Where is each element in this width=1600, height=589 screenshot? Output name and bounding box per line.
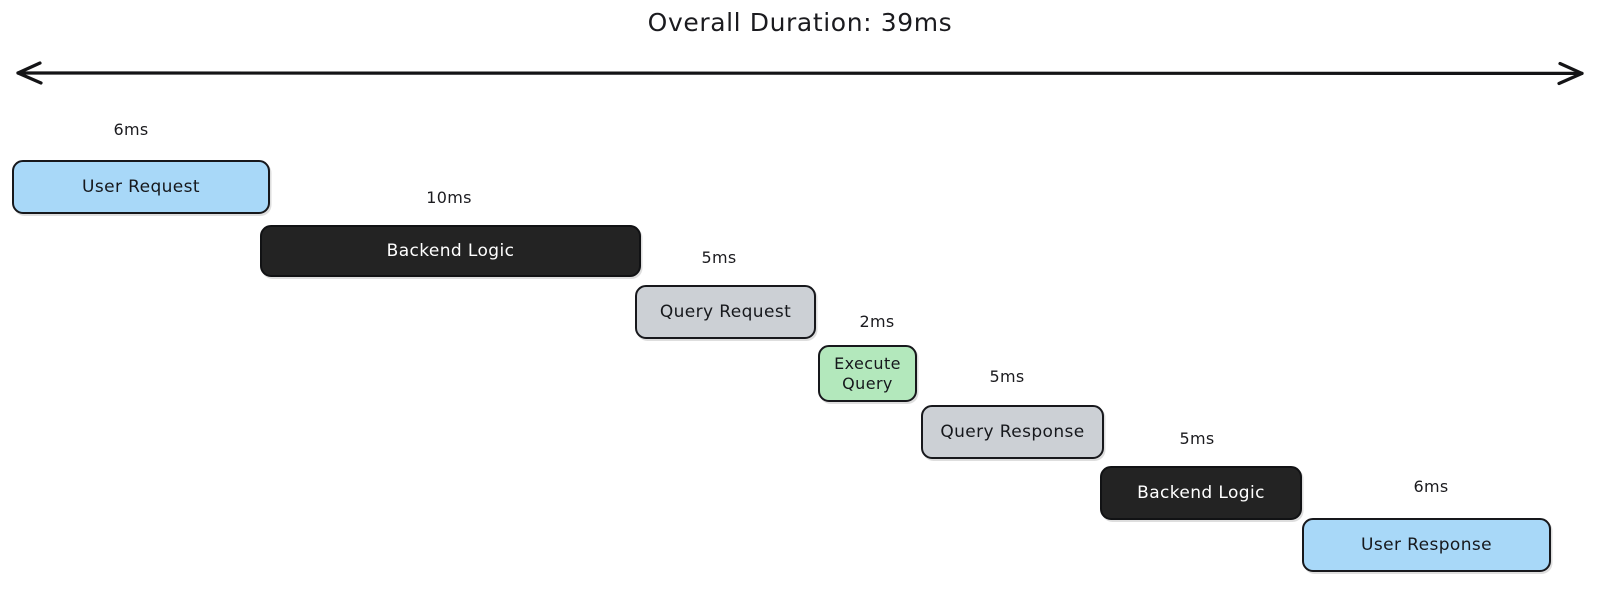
bar-user-request[interactable]: User Request (12, 160, 270, 214)
duration-label-backend-logic-2: 5ms (1179, 429, 1215, 448)
bar-execute-query[interactable]: Execute Query (818, 345, 917, 402)
page-title: Overall Duration: 39ms (647, 8, 953, 37)
bar-query-request[interactable]: Query Request (635, 285, 816, 339)
bar-label-user-response: User Response (1361, 534, 1492, 555)
duration-label-user-request: 6ms (113, 120, 149, 139)
duration-label-query-request: 5ms (701, 248, 737, 267)
bar-label-query-response: Query Response (940, 421, 1085, 442)
bar-label-query-request: Query Request (659, 301, 792, 322)
bar-label-backend-logic-2: Backend Logic (1137, 482, 1265, 503)
duration-axis (14, 55, 1586, 91)
duration-label-query-response: 5ms (989, 367, 1025, 386)
duration-axis-arrow (16, 61, 1584, 86)
bar-query-response[interactable]: Query Response (921, 405, 1104, 459)
bar-label-user-request: User Request (81, 176, 200, 197)
duration-label-execute-query: 2ms (859, 312, 895, 331)
bar-label-execute-query: Execute Query (834, 354, 901, 393)
duration-label-backend-logic-1: 10ms (426, 188, 472, 207)
duration-label-user-response: 6ms (1413, 477, 1449, 496)
bar-backend-logic-2[interactable]: Backend Logic (1100, 466, 1302, 520)
bar-user-response[interactable]: User Response (1302, 518, 1551, 572)
bar-backend-logic-1[interactable]: Backend Logic (260, 225, 641, 277)
bar-label-backend-logic-1: Backend Logic (386, 240, 515, 261)
